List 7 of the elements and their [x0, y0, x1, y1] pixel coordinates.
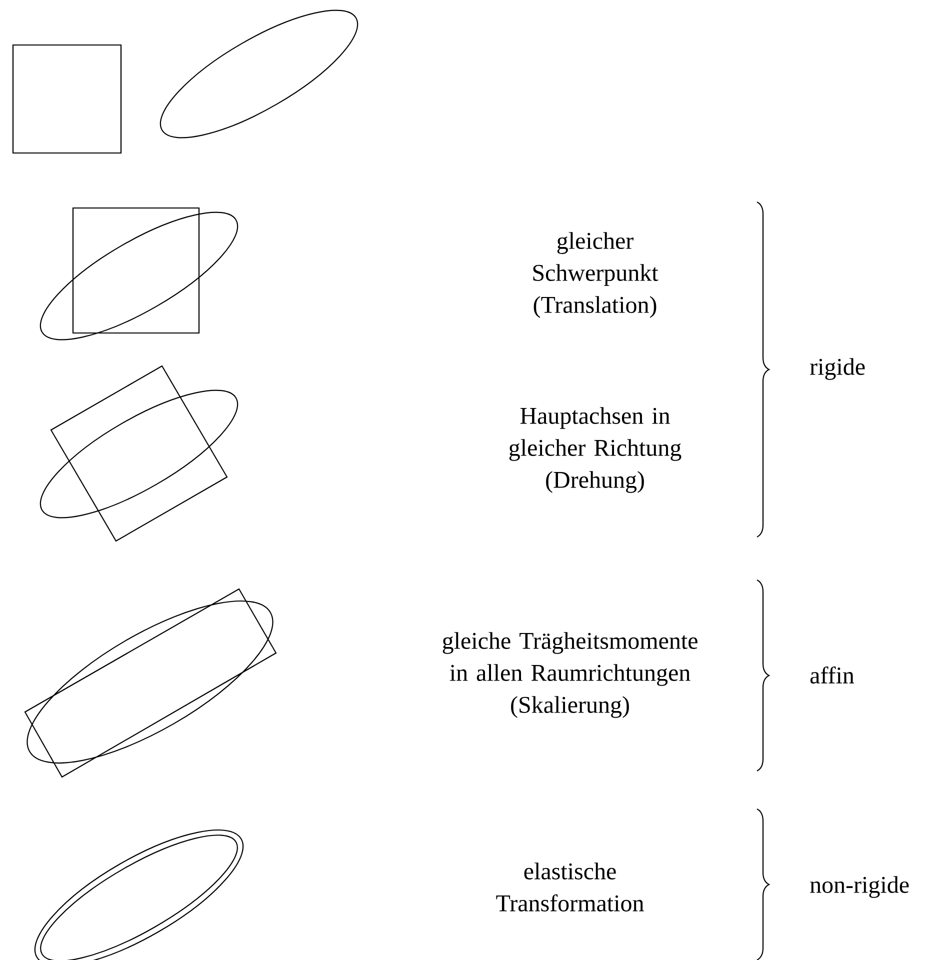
brace-label: rigide [810, 358, 865, 380]
brace-label: affin [810, 666, 854, 684]
description-text: Hauptachsen in gleicher Richtung (Drehung) [509, 407, 682, 493]
description-text: elastische Transformation [496, 862, 644, 912]
description-text: gleiche Trägheitsmomente in allen Raumrichtungen (Skalierung) [442, 632, 698, 718]
brace-label: non-rigide [810, 876, 909, 898]
description-text: gleicher Schwerpunkt (Translation) [533, 232, 658, 318]
